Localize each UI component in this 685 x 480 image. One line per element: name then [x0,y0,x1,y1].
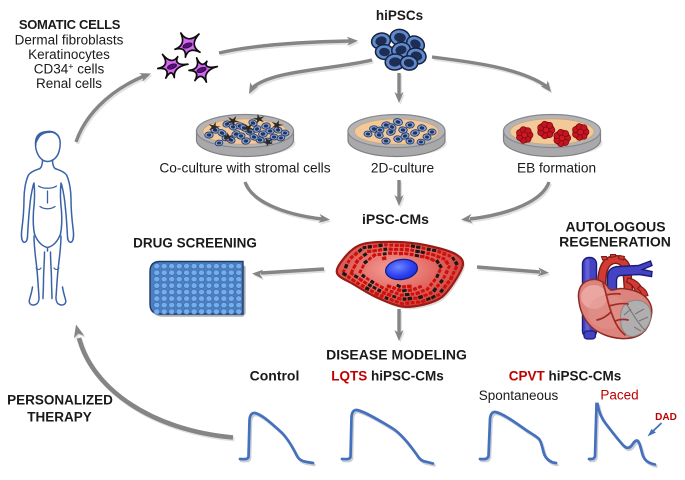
svg-text:Co-culture with stromal cells: Co-culture with stromal cells [159,161,330,176]
svg-text:Dermal fibroblasts: Dermal fibroblasts [15,33,124,48]
svg-text:PERSONALIZED: PERSONALIZED [7,393,113,408]
svg-text:AUTOLOGOUS: AUTOLOGOUS [565,219,665,235]
svg-text:DISEASE MODELING: DISEASE MODELING [326,347,467,363]
svg-text:DAD: DAD [655,412,677,423]
svg-text:EB formation: EB formation [517,161,596,176]
svg-text:CPVT hiPSC-CMs: CPVT hiPSC-CMs [509,369,622,384]
svg-text:Spontaneous: Spontaneous [479,388,559,403]
svg-text:LQTS hiPSC-CMs: LQTS hiPSC-CMs [331,369,444,384]
svg-text:CD34+ cells: CD34+ cells [34,62,105,77]
svg-text:THERAPY: THERAPY [27,410,92,425]
svg-text:iPSC-CMs: iPSC-CMs [362,211,429,227]
svg-text:Keratinocytes: Keratinocytes [28,47,110,62]
svg-text:hiPSCs: hiPSCs [376,8,423,23]
svg-text:SOMATIC CELLS: SOMATIC CELLS [19,17,121,32]
svg-text:DRUG SCREENING: DRUG SCREENING [133,236,257,251]
svg-text:Renal cells: Renal cells [36,76,102,91]
svg-text:2D-culture: 2D-culture [371,161,434,176]
svg-text:Control: Control [250,368,300,384]
svg-text:Paced: Paced [600,388,638,403]
svg-text:REGENERATION: REGENERATION [559,234,671,250]
